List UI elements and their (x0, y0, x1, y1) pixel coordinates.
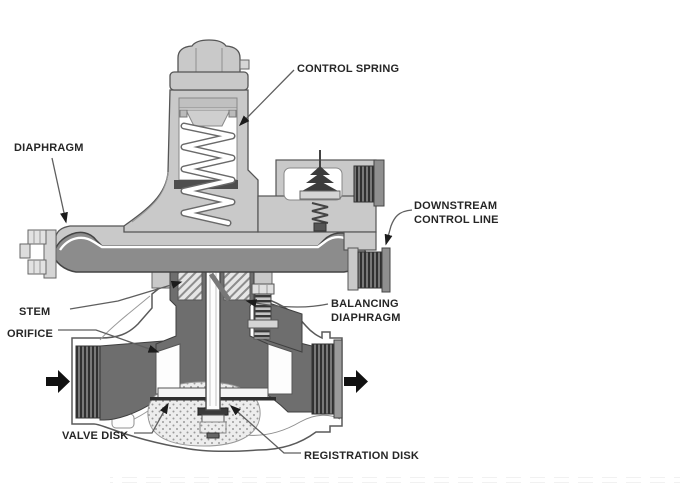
leader-registration-disk (229, 405, 301, 454)
valve-disk (150, 387, 276, 401)
relief-plug-cap (373, 159, 385, 207)
label-valve-disk: VALVE DISK (62, 430, 128, 442)
downstream-control-line-fitting (347, 247, 391, 293)
cage-flare-right (267, 343, 293, 395)
label-diaphragm: DIAPHRAGM (14, 142, 84, 154)
label-registration-disk: REGISTRATION DISK (304, 450, 419, 462)
leader-control-spring (238, 69, 295, 127)
leader-diaphragm (51, 157, 68, 224)
outlet-end-ring (333, 339, 343, 419)
relief-valve (299, 150, 341, 232)
leader-balancing (245, 299, 329, 308)
label-downstream-line1: DOWNSTREAM (414, 200, 497, 212)
outlet-threads (311, 343, 335, 415)
cap-latch (239, 59, 250, 70)
leader-downstream (384, 209, 413, 246)
label-downstream-line2: CONTROL LINE (414, 214, 499, 226)
inlet-flow-arrow (46, 370, 70, 393)
inlet-threads (75, 345, 101, 419)
outlet-flow-arrow (344, 370, 368, 393)
stem-guide (177, 271, 251, 302)
leader-orifice (58, 329, 160, 353)
adjusting-cap (169, 39, 250, 91)
control-spring (180, 122, 236, 227)
cropped-text-artifact (110, 477, 680, 483)
label-balancing-line2: DIAPHRAGM (331, 312, 401, 324)
registration-disk (197, 407, 229, 439)
stem-link (208, 272, 232, 302)
label-balancing-line1: BALANCING (331, 298, 399, 310)
cage-flare-left (155, 343, 181, 395)
case-clamp-bolts (19, 229, 57, 279)
relief-plug-threads (353, 165, 377, 203)
balancing-diaphragm-assembly (247, 283, 279, 340)
label-stem: STEM (19, 306, 50, 318)
leader-valve-disk (134, 402, 169, 434)
label-orifice: ORIFICE (7, 328, 53, 340)
spring-seat (185, 109, 231, 127)
leader-stem (69, 280, 183, 310)
label-control-spring: CONTROL SPRING (297, 63, 399, 75)
